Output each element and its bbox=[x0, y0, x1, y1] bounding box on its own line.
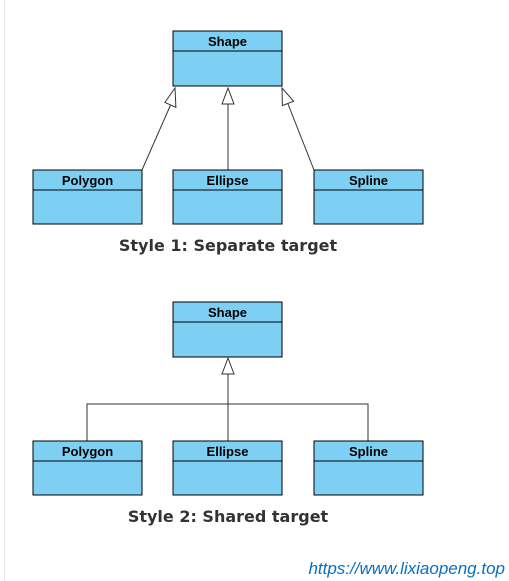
style1-arrow-ellipse-icon bbox=[221, 86, 235, 105]
style1-group: Shape Polygon Ellipse Spline Style 1 bbox=[32, 30, 424, 255]
left-border bbox=[4, 0, 5, 581]
watermark-link[interactable]: https://www.lixiaopeng.top bbox=[308, 559, 505, 578]
style1-child-ellipse[interactable]: Ellipse bbox=[172, 169, 283, 225]
style1-arrow-polygon-icon bbox=[164, 86, 177, 109]
style1-line-polygon bbox=[141, 103, 172, 171]
style1-parent-class[interactable]: Shape bbox=[172, 30, 283, 87]
style2-parent-name: Shape bbox=[208, 305, 247, 320]
style1-child-polygon-name: Polygon bbox=[62, 173, 113, 188]
style2-child-spline-name: Spline bbox=[349, 444, 388, 459]
style1-child-spline[interactable]: Spline bbox=[313, 169, 424, 225]
style1-arrow-spline-icon bbox=[281, 86, 295, 107]
style2-generalizations bbox=[86, 356, 369, 441]
style2-group: Shape Polygon Ellipse Spline Style 2: Sh… bbox=[32, 301, 424, 526]
style1-generalizations bbox=[141, 86, 315, 171]
style2-child-ellipse[interactable]: Ellipse bbox=[172, 440, 283, 496]
style1-parent-name: Shape bbox=[208, 34, 247, 49]
style2-child-polygon[interactable]: Polygon bbox=[32, 440, 143, 496]
style1-caption: Style 1: Separate target bbox=[119, 236, 338, 255]
style1-child-ellipse-name: Ellipse bbox=[207, 173, 249, 188]
style2-caption: Style 2: Shared target bbox=[128, 507, 329, 526]
style1-child-spline-name: Spline bbox=[349, 173, 388, 188]
style2-parent-class[interactable]: Shape bbox=[172, 301, 283, 358]
style1-child-polygon[interactable]: Polygon bbox=[32, 169, 143, 225]
style2-arrow-icon bbox=[221, 356, 235, 375]
style1-line-spline bbox=[287, 103, 315, 171]
style2-child-ellipse-name: Ellipse bbox=[207, 444, 249, 459]
style2-child-spline[interactable]: Spline bbox=[313, 440, 424, 496]
style2-child-polygon-name: Polygon bbox=[62, 444, 113, 459]
